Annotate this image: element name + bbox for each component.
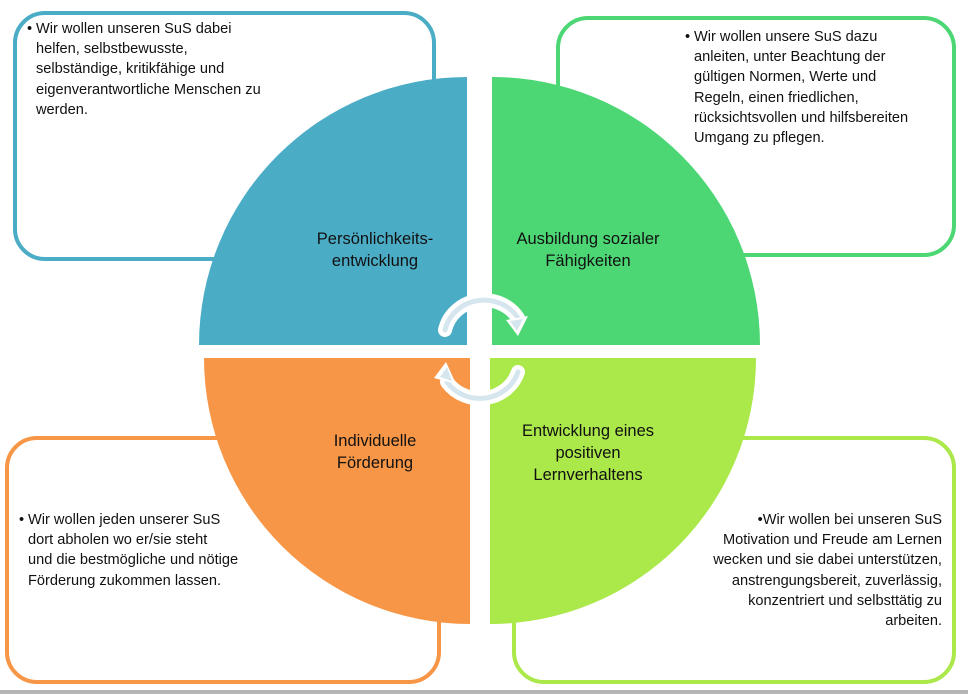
text-line: eigenverantwortliche Menschen zu: [36, 81, 261, 98]
text-line: selbständige, kritikfähige und: [36, 61, 225, 78]
label-line: positiven: [555, 444, 621, 462]
text-line: anleiten, unter Beachtung der: [694, 49, 886, 66]
label-line: Fähigkeiten: [545, 252, 631, 270]
text-line: gültigen Normen, Werte und: [694, 69, 877, 86]
cycle-arrows-icon: [434, 293, 528, 406]
label-line: Förderung: [336, 454, 414, 472]
quadrant-label-social-skills: Ausbildung sozialer Fähigkeiten: [498, 228, 678, 272]
bullet-icon: •: [27, 21, 33, 37]
text-line: Regeln, einen friedlichen,: [694, 89, 859, 106]
text-line: wecken und sie dabei unterstützen,: [713, 552, 942, 569]
text-line: arbeiten.: [885, 613, 942, 630]
description-text-social-skills: • Wir wollen unsere SuS dazu anleiten, u…: [685, 27, 954, 148]
text-line: Förderung zukommen lassen.: [28, 572, 222, 589]
text-line: Umgang zu pflegen.: [694, 130, 825, 147]
text-line: rücksichtsvollen und hilfsbereiten: [694, 109, 909, 126]
bullet-icon: •: [19, 512, 25, 528]
label-line: Entwicklung eines: [521, 422, 655, 440]
description-text-learning-behavior: •Wir wollen bei unseren SuS Motivation u…: [640, 510, 942, 631]
label-line: entwicklung: [331, 252, 419, 270]
quadrant-label-learning-behavior: Entwicklung eines positiven Lernverhalte…: [498, 420, 678, 486]
text-line: konzentriert und selbsttätig zu: [748, 592, 942, 609]
bullet-icon: •: [685, 29, 691, 45]
quadrant-label-personality: Persönlichkeits- entwicklung: [290, 228, 460, 272]
quadrant-personality: [199, 77, 467, 345]
quadrant-individual-support: [204, 358, 470, 624]
label-line: Persönlichkeits-: [316, 230, 434, 248]
label-line: Lernverhaltens: [533, 466, 643, 484]
text-line: Motivation und Freude am Lernen: [722, 532, 942, 549]
label-line: Individuelle: [333, 432, 417, 450]
label-line: Ausbildung sozialer: [516, 230, 660, 248]
quadrant-learning-behavior: [490, 358, 756, 624]
quadrant-label-individual-support: Individuelle Förderung: [290, 430, 460, 474]
text-line: Wir wollen jeden unserer SuS: [28, 512, 221, 528]
description-text-individual-support: • Wir wollen jeden unserer SuS dort abho…: [19, 510, 288, 591]
text-line: dort abholen wo er/sie steht: [28, 532, 208, 549]
text-line: und die bestmögliche und nötige: [28, 552, 239, 569]
bottom-divider: [0, 690, 968, 694]
quadrant-social-skills: [492, 77, 760, 345]
text-line: anstrengungsbereit, zuverlässig,: [731, 572, 942, 589]
cycle-arrow-top: [438, 293, 528, 337]
description-text-personality: • Wir wollen unseren SuS dabei helfen, s…: [27, 19, 316, 120]
text-line: werden.: [36, 101, 88, 118]
text-line: Wir wollen unseren SuS dabei: [36, 21, 232, 37]
text-line: Wir wollen bei unseren SuS: [762, 512, 942, 528]
text-line: helfen, selbstbewusste,: [36, 41, 188, 58]
cycle-arrow-bottom: [434, 362, 525, 406]
bullet-icon: •: [757, 512, 763, 528]
text-line: Wir wollen unsere SuS dazu: [694, 29, 878, 45]
